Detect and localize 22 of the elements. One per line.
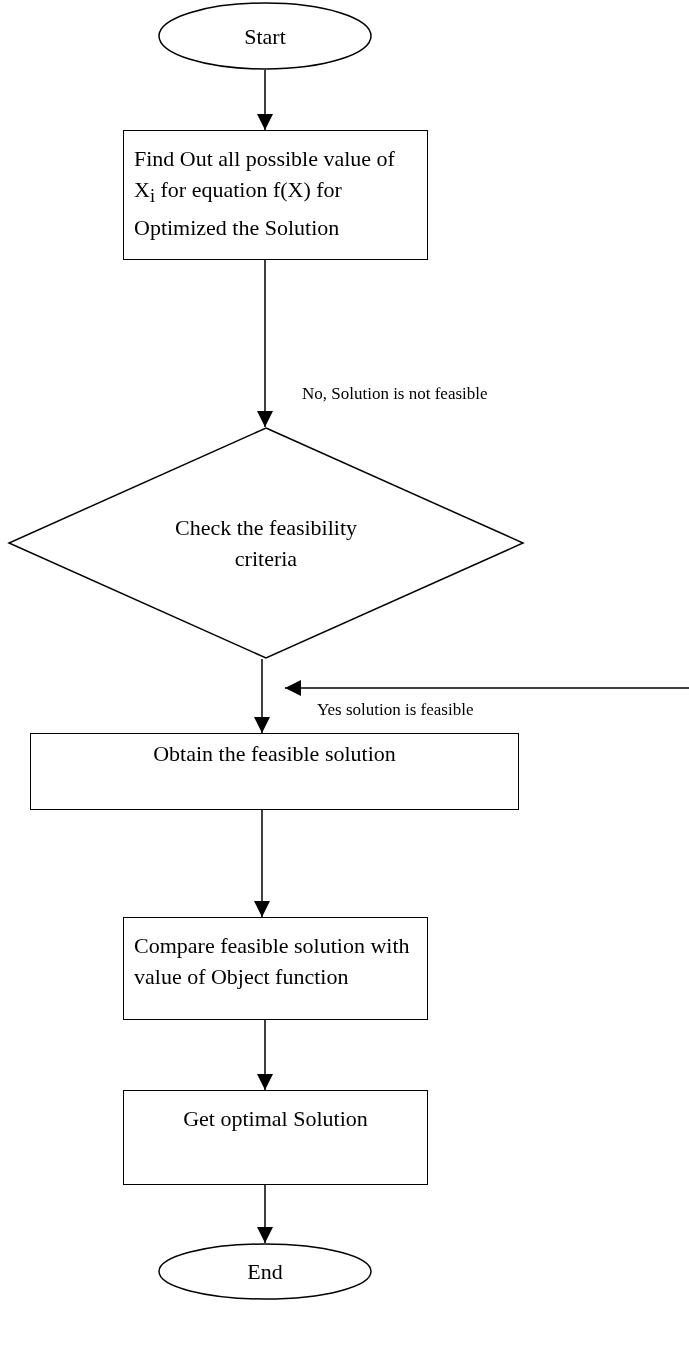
arrow (257, 259, 273, 428)
node-text: Obtain the feasible solution (153, 740, 396, 768)
process-box (30, 733, 519, 810)
node-text: Start (244, 22, 286, 51)
terminal-ellipse (158, 1243, 372, 1300)
arrow (257, 1019, 273, 1091)
node-text: Check the feasibility criteria (173, 514, 359, 573)
terminal-ellipse (158, 2, 372, 70)
node-text: Get optimal Solution (183, 1105, 368, 1133)
arrow (254, 658, 270, 734)
arrow (257, 1184, 273, 1244)
edge-label: No, Solution is not feasible (300, 384, 490, 404)
node-text: End (247, 1258, 283, 1286)
process-box (123, 917, 428, 1020)
arrow (254, 809, 270, 918)
process-box (123, 130, 428, 260)
node-text: Compare feasible solution with value of Object function (134, 932, 411, 991)
process-box (123, 1090, 428, 1185)
arrow (284, 680, 689, 696)
arrow (257, 69, 273, 131)
decision-diamond (8, 427, 524, 659)
node-text: Find Out all possible value of X$_{i}$ for equation f(X) for Optimized the Solution (134, 145, 396, 243)
